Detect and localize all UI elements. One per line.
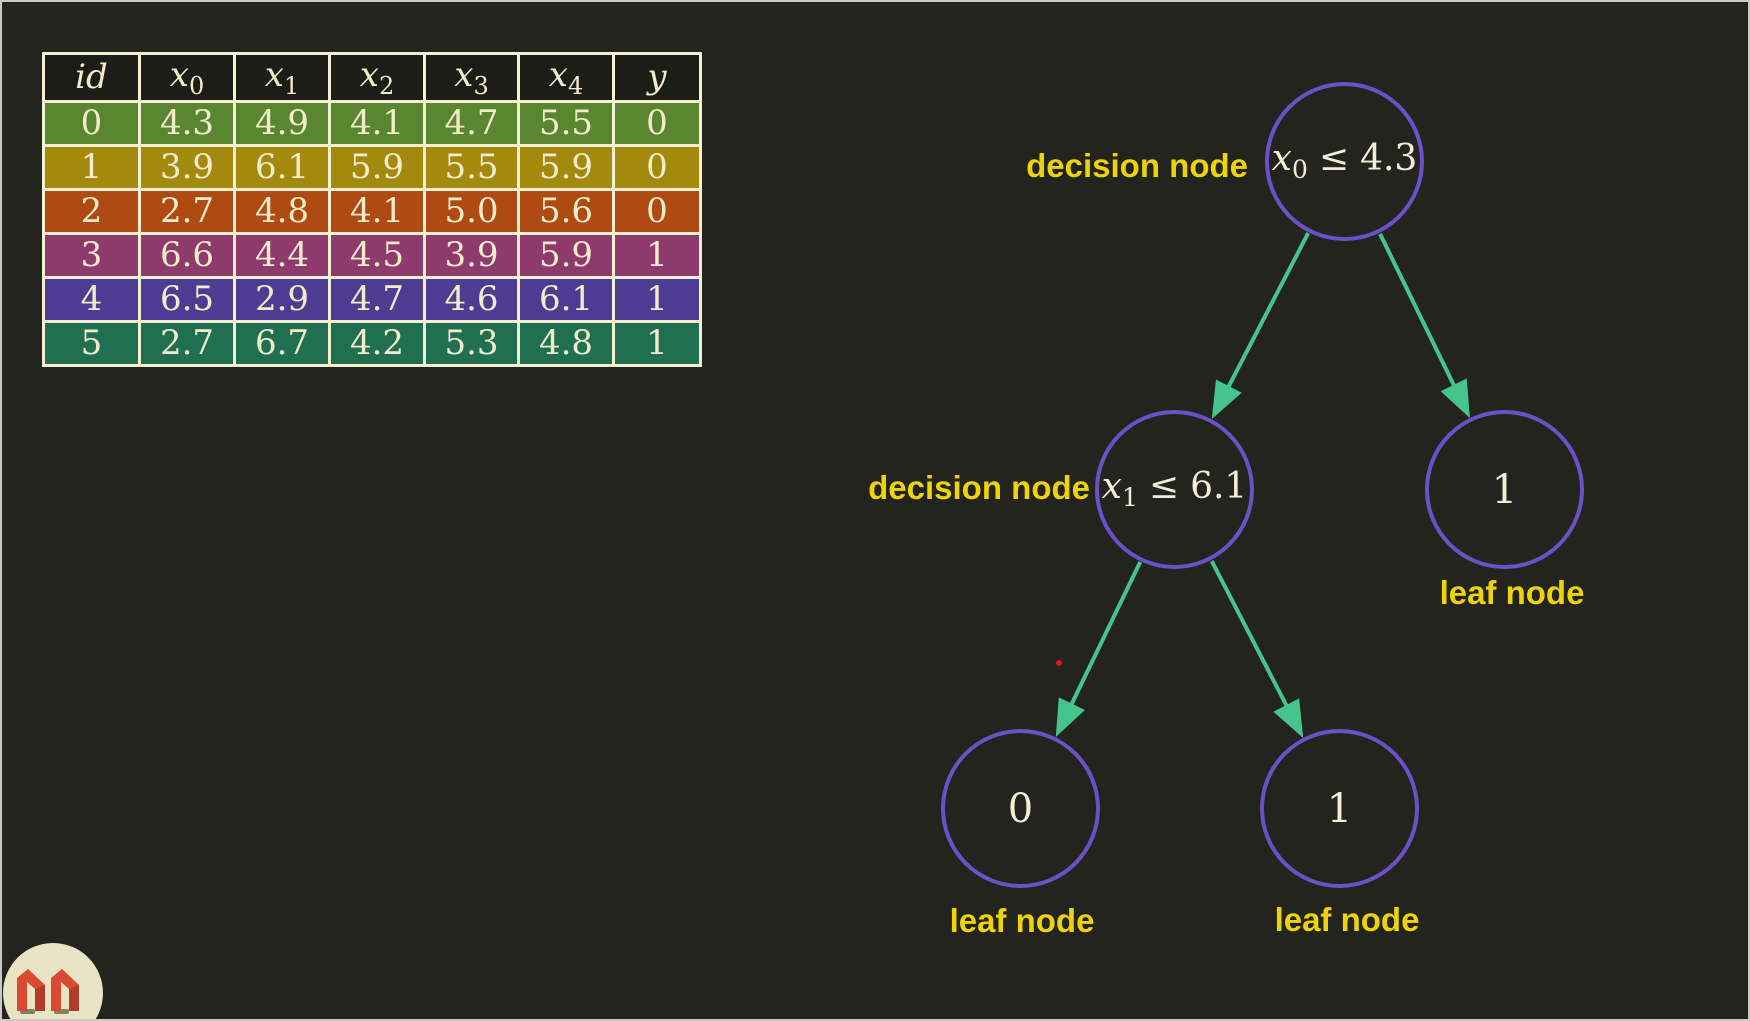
- logo-nn-icon: [17, 969, 79, 1014]
- annotation-leaf-node-right: leaf node: [1439, 574, 1585, 611]
- table-header-cell: x4: [517, 52, 615, 103]
- table-cell: 2.7: [138, 187, 236, 235]
- table-cell: 5.9: [517, 143, 615, 191]
- decision-node-internal: x1≤6.1: [1095, 410, 1254, 569]
- leaf-node-bottom-left-value: 0: [1007, 785, 1034, 832]
- table-cell: 5.3: [423, 319, 520, 367]
- table-cell: 4.8: [517, 319, 615, 367]
- leaf-node-bottom-right-value: 1: [1326, 785, 1353, 832]
- leaf-node-right: 1: [1425, 410, 1584, 569]
- table-cell: 5.9: [517, 231, 615, 279]
- table-cell: 5.6: [517, 187, 615, 235]
- table-cell: 4.6: [423, 275, 520, 323]
- table-cell: 2.9: [233, 275, 331, 323]
- table-cell: 4.5: [328, 231, 426, 279]
- edge-root-to-leaf-right: [1378, 233, 1470, 419]
- table-cell: 6.1: [517, 275, 615, 323]
- table-cell: 4.8: [233, 187, 331, 235]
- table-header-cell: x3: [423, 52, 520, 103]
- table-cell: 4.7: [328, 275, 426, 323]
- table-cell: 4: [42, 275, 141, 323]
- table-cell: 6.1: [233, 143, 331, 191]
- decision-node-root-condition: x0≤4.3: [1271, 138, 1418, 185]
- table-header-cell: x0: [138, 52, 236, 103]
- edge-root-to-internal: [1211, 232, 1310, 419]
- annotation-decision-node-internal: decision node: [868, 469, 1090, 506]
- table-cell: 3: [42, 231, 141, 279]
- table-header-cell: x1: [233, 52, 331, 103]
- table-cell: 2.7: [138, 319, 236, 367]
- table-header-cell: y: [612, 52, 702, 103]
- table-cell: 0: [612, 143, 702, 191]
- table-cell: 4.3: [138, 99, 236, 147]
- table-cell: 3.9: [423, 231, 520, 279]
- leaf-node-bottom-left: 0: [941, 729, 1100, 888]
- table-cell: 5.5: [517, 99, 615, 147]
- table-header-cell: id: [42, 52, 141, 103]
- table-cell: 5.9: [328, 143, 426, 191]
- table-cell: 5: [42, 319, 141, 367]
- table-cell: 6.5: [138, 275, 236, 323]
- table-cell: 4.7: [423, 99, 520, 147]
- table-cell: 3.9: [138, 143, 236, 191]
- channel-logo: [3, 943, 103, 1021]
- table-cell: 6.6: [138, 231, 236, 279]
- table-cell: 5.0: [423, 187, 520, 235]
- table-cell: 1: [42, 143, 141, 191]
- table-cell: 4.4: [233, 231, 331, 279]
- laser-pointer-dot: [1056, 660, 1062, 666]
- edge-internal-to-leaf-right: [1209, 560, 1304, 738]
- table-cell: 2: [42, 187, 141, 235]
- table-cell: 4.9: [233, 99, 331, 147]
- table-cell: 4.1: [328, 187, 426, 235]
- leaf-node-right-value: 1: [1491, 466, 1518, 513]
- table-header-cell: x2: [328, 52, 426, 103]
- table-cell: 1: [612, 231, 702, 279]
- table-cell: 1: [612, 275, 702, 323]
- table-cell: 5.5: [423, 143, 520, 191]
- table-cell: 4.1: [328, 99, 426, 147]
- decision-node-root: x0≤4.3: [1265, 82, 1424, 241]
- table-cell: 0: [42, 99, 141, 147]
- table-cell: 6.7: [233, 319, 331, 367]
- annotation-leaf-node-bottom-right: leaf node: [1274, 901, 1420, 938]
- table-cell: 1: [612, 319, 702, 367]
- table-cell: 0: [612, 187, 702, 235]
- table-cell: 0: [612, 99, 702, 147]
- annotation-leaf-node-bottom-left: leaf node: [949, 902, 1095, 939]
- annotation-decision-node-root: decision node: [1026, 147, 1248, 184]
- edge-internal-to-leaf-left: [1055, 561, 1143, 737]
- leaf-node-bottom-right: 1: [1260, 729, 1419, 888]
- table-cell: 4.2: [328, 319, 426, 367]
- decision-node-internal-condition: x1≤6.1: [1101, 466, 1248, 513]
